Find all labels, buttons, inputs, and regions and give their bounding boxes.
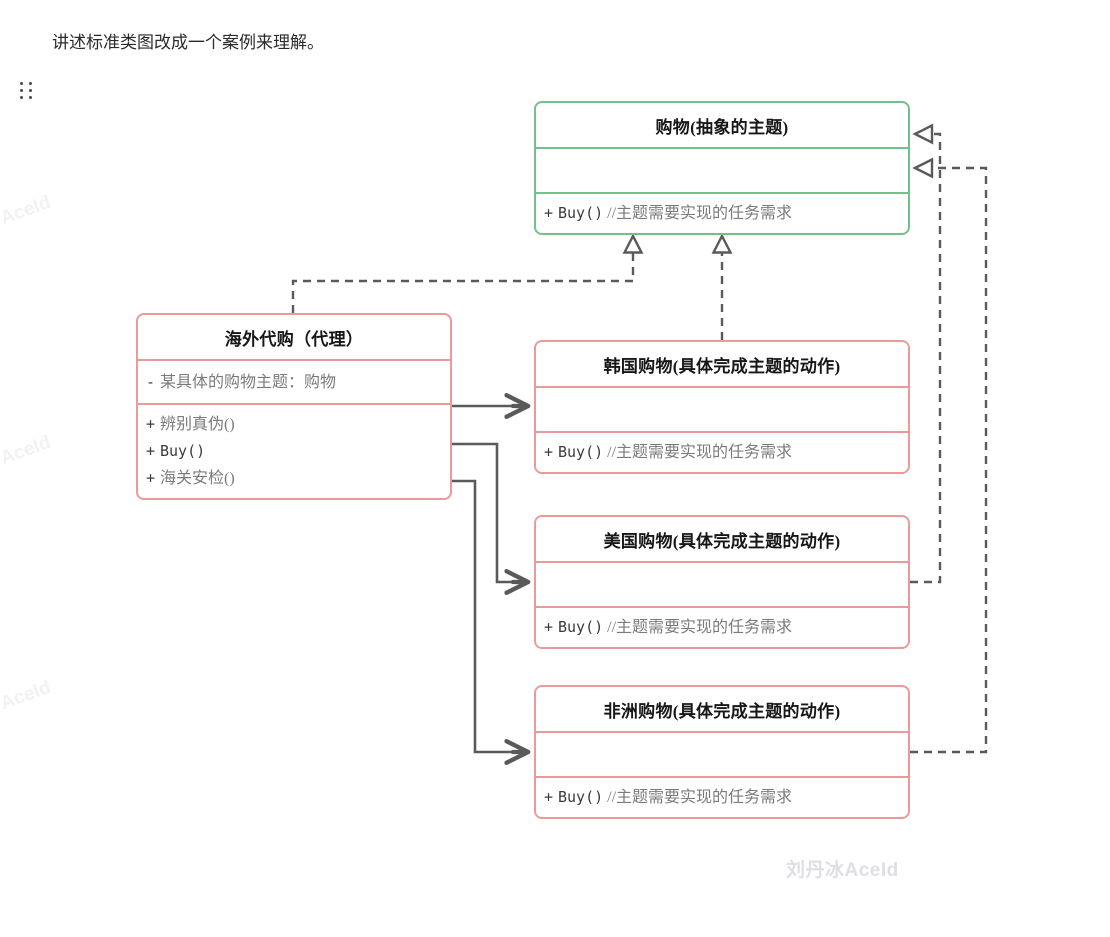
method-signature: Buy() xyxy=(160,442,206,460)
uml-class-title: 美国购物(具体完成主题的动作) xyxy=(603,531,841,551)
uml-method-row: +Buy() //主题需要实现的任务需求 xyxy=(544,439,898,466)
uml-attributes-section: -某具体的购物主题：购物 xyxy=(138,359,450,403)
uml-method-row: +海关安检() xyxy=(146,465,440,492)
watermark-side: AceId xyxy=(0,191,54,230)
visibility-marker: + xyxy=(544,618,554,636)
uml-methods-section: +Buy() //主题需要实现的任务需求 xyxy=(536,431,908,472)
uml-class-title: 非洲购物(具体完成主题的动作) xyxy=(603,701,841,721)
uml-methods-section: +Buy() //主题需要实现的任务需求 xyxy=(536,776,908,817)
uml-methods-section: +Buy() //主题需要实现的任务需求 xyxy=(536,192,908,233)
visibility-marker: + xyxy=(146,442,156,460)
method-signature: Buy() xyxy=(558,788,604,806)
method-signature: Buy() xyxy=(558,618,604,636)
uml-class-korea-shopping[interactable]: 韩国购物(具体完成主题的动作) +Buy() //主题需要实现的任务需求 xyxy=(534,340,910,474)
method-comment: //主题需要实现的任务需求 xyxy=(607,789,793,806)
uml-attributes-section xyxy=(536,147,908,192)
method-signature: 辨别真伪() xyxy=(160,416,235,433)
visibility-marker: + xyxy=(146,469,156,487)
method-signature: Buy() xyxy=(558,443,604,461)
uml-method-row: +Buy() //主题需要实现的任务需求 xyxy=(544,784,898,811)
uml-class-usa-shopping[interactable]: 美国购物(具体完成主题的动作) +Buy() //主题需要实现的任务需求 xyxy=(534,515,910,649)
uml-class-shopping-abstract[interactable]: 购物(抽象的主题) +Buy() //主题需要实现的任务需求 xyxy=(534,101,910,235)
uml-class-title: 海外代购（代理） xyxy=(224,329,364,349)
uml-attributes-section xyxy=(536,731,908,776)
document-paragraph: 讲述标准类图改成一个案例来理解。 xyxy=(52,33,324,52)
method-comment: //主题需要实现的任务需求 xyxy=(607,205,793,222)
uml-class-title: 韩国购物(具体完成主题的动作) xyxy=(603,356,841,376)
uml-methods-section: +Buy() //主题需要实现的任务需求 xyxy=(536,606,908,647)
relation-agent-realizes-shopping xyxy=(291,233,644,313)
uml-method-row: +Buy() xyxy=(146,438,440,465)
method-signature: Buy() xyxy=(558,204,604,222)
relation-usa-realizes-shopping xyxy=(910,123,942,584)
method-signature: 海关安检() xyxy=(160,470,235,487)
relation-africa-realizes-shopping xyxy=(910,157,988,754)
visibility-marker: + xyxy=(544,443,554,461)
relation-agent-uses-africa xyxy=(452,479,531,765)
visibility-marker: - xyxy=(146,372,156,391)
uml-methods-section: +辨别真伪() +Buy() +海关安检() xyxy=(138,403,450,498)
visibility-marker: + xyxy=(146,415,156,433)
cut-off-text-line: · · · · · · · · · · ·· · ·· · · · ·· xyxy=(100,0,660,6)
uml-attributes-section xyxy=(536,561,908,606)
watermark-side: AceId xyxy=(0,431,54,470)
watermark-side: AceId xyxy=(0,676,54,715)
uml-class-africa-shopping[interactable]: 非洲购物(具体完成主题的动作) +Buy() //主题需要实现的任务需求 xyxy=(534,685,910,819)
method-comment: //主题需要实现的任务需求 xyxy=(607,444,793,461)
uml-method-row: +Buy() //主题需要实现的任务需求 xyxy=(544,200,898,227)
uml-class-overseas-agent[interactable]: 海外代购（代理） -某具体的购物主题：购物 +辨别真伪() +Buy() +海关… xyxy=(136,313,452,500)
visibility-marker: + xyxy=(544,204,554,222)
relation-agent-uses-usa xyxy=(452,442,531,595)
uml-attribute-row: -某具体的购物主题：购物 xyxy=(146,369,440,396)
uml-method-row: +Buy() //主题需要实现的任务需求 xyxy=(544,614,898,641)
uml-attributes-section xyxy=(536,386,908,431)
drag-handle-icon[interactable] xyxy=(20,82,34,102)
watermark-author: 刘丹冰AceId xyxy=(786,860,899,881)
uml-class-title: 购物(抽象的主题) xyxy=(655,117,789,137)
method-comment: //主题需要实现的任务需求 xyxy=(607,619,793,636)
uml-method-row: +辨别真伪() xyxy=(146,411,440,438)
relation-korea-realizes-shopping xyxy=(711,233,733,340)
attribute-signature: 某具体的购物主题：购物 xyxy=(160,373,337,391)
visibility-marker: + xyxy=(544,788,554,806)
